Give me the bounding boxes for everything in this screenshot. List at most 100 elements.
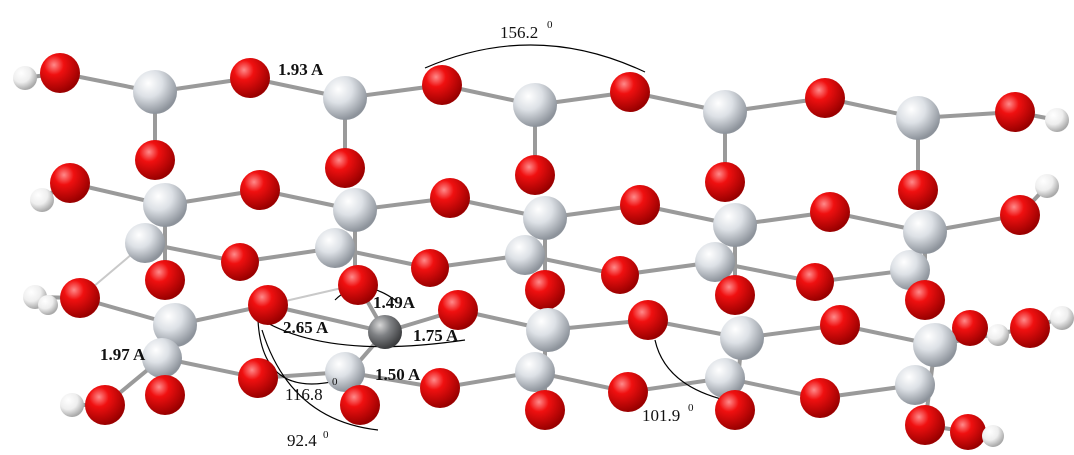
silicon-atom	[515, 352, 555, 392]
silicon-atom	[143, 183, 187, 227]
silicon-atom	[695, 242, 735, 282]
oxygen-atom	[240, 170, 280, 210]
oxygen-atom	[810, 192, 850, 232]
oxygen-atom	[995, 92, 1035, 132]
angle-label-left-a: 116.8	[285, 385, 323, 404]
bond-label-dopant-c: 1.75 A	[413, 326, 459, 345]
angle-arc-dopant	[261, 319, 466, 348]
oxygen-atom	[145, 260, 185, 300]
oxygen-atom	[820, 305, 860, 345]
oxygen-atom	[601, 256, 639, 294]
silicon-atom	[315, 228, 355, 268]
hydrogen-atom	[13, 66, 37, 90]
hydrogen-atom	[1050, 306, 1074, 330]
bond-label-dopant-d: 1.50 A	[375, 365, 421, 384]
oxygen-atom	[608, 372, 648, 412]
bond-label-top: 1.93 A	[278, 60, 324, 79]
oxygen-atom	[705, 162, 745, 202]
oxygen-atom	[85, 385, 125, 425]
oxygen-atom	[950, 414, 986, 450]
bond	[266, 303, 387, 334]
oxygen-atom	[325, 148, 365, 188]
oxygen-atom	[800, 378, 840, 418]
silicon-atom	[513, 83, 557, 127]
angle-degree-top: 0	[547, 19, 553, 31]
silicon-atom	[325, 352, 365, 392]
bond-label-left: 1.97 A	[100, 345, 146, 364]
oxygen-atom	[145, 375, 185, 415]
oxygen-atom	[905, 280, 945, 320]
silicon-atom	[895, 365, 935, 405]
angle-arcs	[257, 44, 726, 431]
atoms	[13, 53, 1074, 450]
oxygen-atom	[952, 310, 988, 346]
oxygen-atom	[221, 243, 259, 281]
angle-label-right: 101.9	[642, 406, 680, 425]
angle-arc-left-a	[257, 319, 341, 385]
angle-arc-right	[654, 339, 726, 401]
oxygen-atom	[1000, 195, 1040, 235]
oxygen-atom	[1010, 308, 1050, 348]
oxygen-atom	[715, 390, 755, 430]
oxygen-atom	[238, 358, 278, 398]
oxygen-atom	[340, 385, 380, 425]
oxygen-atom	[430, 178, 470, 218]
silicon-atom	[896, 96, 940, 140]
silicon-atom	[153, 303, 197, 347]
silicon-atom	[703, 90, 747, 134]
oxygen-atom	[525, 390, 565, 430]
oxygen-atom	[40, 53, 80, 93]
angle-label-left-b: 92.4	[287, 431, 317, 450]
oxygen-atom	[135, 140, 175, 180]
silicon-atom	[913, 323, 957, 367]
oxygen-atom	[438, 290, 478, 330]
hydrogen-atom	[982, 425, 1004, 447]
oxygen-atom	[610, 72, 650, 112]
hydrogen-atom	[30, 188, 54, 212]
silicon-atom	[720, 316, 764, 360]
angle-arc-left-b	[261, 329, 379, 431]
angle-label-top: 156.2	[500, 23, 538, 42]
oxygen-atom	[715, 275, 755, 315]
bond-label-dopant-b: 2.65 A	[283, 318, 329, 337]
silicon-atom	[142, 338, 182, 378]
angle-arc-top	[424, 44, 646, 73]
annotations: 1.93 A 1.97 A 1.49A 2.65 A 1.75 A 1.50 A…	[100, 19, 694, 450]
silicon-atom	[333, 188, 377, 232]
hydrogen-atom	[1035, 174, 1059, 198]
hydrogen-atom	[60, 393, 84, 417]
angle-degree-right: 0	[688, 402, 694, 414]
hydrogen-atom	[987, 324, 1009, 346]
oxygen-atom	[905, 405, 945, 445]
silicon-atom	[890, 250, 930, 290]
oxygen-atom	[50, 163, 90, 203]
oxygen-atom	[898, 170, 938, 210]
dopant-atom	[368, 315, 402, 349]
oxygen-atom	[620, 185, 660, 225]
silicon-atom	[505, 235, 545, 275]
oxygen-atom	[411, 249, 449, 287]
oxygen-atom	[796, 263, 834, 301]
oxygen-atom	[515, 155, 555, 195]
hydrogen-atom	[1045, 108, 1069, 132]
oxygen-atom	[60, 278, 100, 318]
silicon-atom	[713, 203, 757, 247]
silicon-atom	[705, 358, 745, 398]
oxygen-atom	[422, 65, 462, 105]
oxygen-atom	[420, 368, 460, 408]
oxygen-atom	[230, 58, 270, 98]
oxygen-atom	[248, 285, 288, 325]
hydrogen-atom	[38, 295, 58, 315]
oxygen-atom	[525, 270, 565, 310]
silicon-atom	[903, 210, 947, 254]
oxygen-atom	[338, 265, 378, 305]
angle-degree-left-b: 0	[323, 429, 329, 441]
silicon-atom	[523, 196, 567, 240]
silicon-atom	[133, 70, 177, 114]
angle-degree-left-a: 0	[332, 376, 338, 388]
oxygen-atom	[628, 300, 668, 340]
oxygen-atom	[805, 78, 845, 118]
bond-label-dopant-a: 1.49A	[373, 293, 416, 312]
silicon-atom	[125, 223, 165, 263]
